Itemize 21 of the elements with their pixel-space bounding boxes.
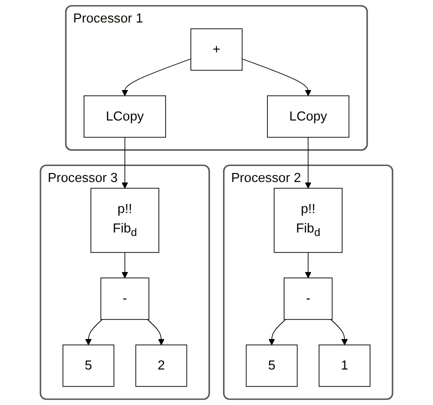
arrow <box>268 319 286 346</box>
arrow <box>122 252 128 278</box>
node-box: 2 <box>135 344 188 387</box>
node-box: 1 <box>318 344 370 387</box>
node-box: - <box>100 278 150 320</box>
arrow <box>122 136 128 189</box>
arrow <box>85 319 103 346</box>
node-box: - <box>284 278 333 320</box>
arrow <box>122 58 192 96</box>
node-box: + <box>190 28 243 71</box>
node-box: 5 <box>62 344 114 387</box>
arrow <box>304 136 312 189</box>
arrow <box>242 58 312 96</box>
node-box: LCopy <box>84 95 166 138</box>
arrow <box>147 319 164 346</box>
arrow <box>304 252 312 278</box>
node-box: 5 <box>246 344 298 387</box>
arrow <box>330 319 348 346</box>
node-box: p!! Fib$_{d}$ <box>90 188 160 253</box>
node-box: p!! Fib$_{d}$ <box>274 188 343 253</box>
node-box: LCopy <box>267 95 350 138</box>
